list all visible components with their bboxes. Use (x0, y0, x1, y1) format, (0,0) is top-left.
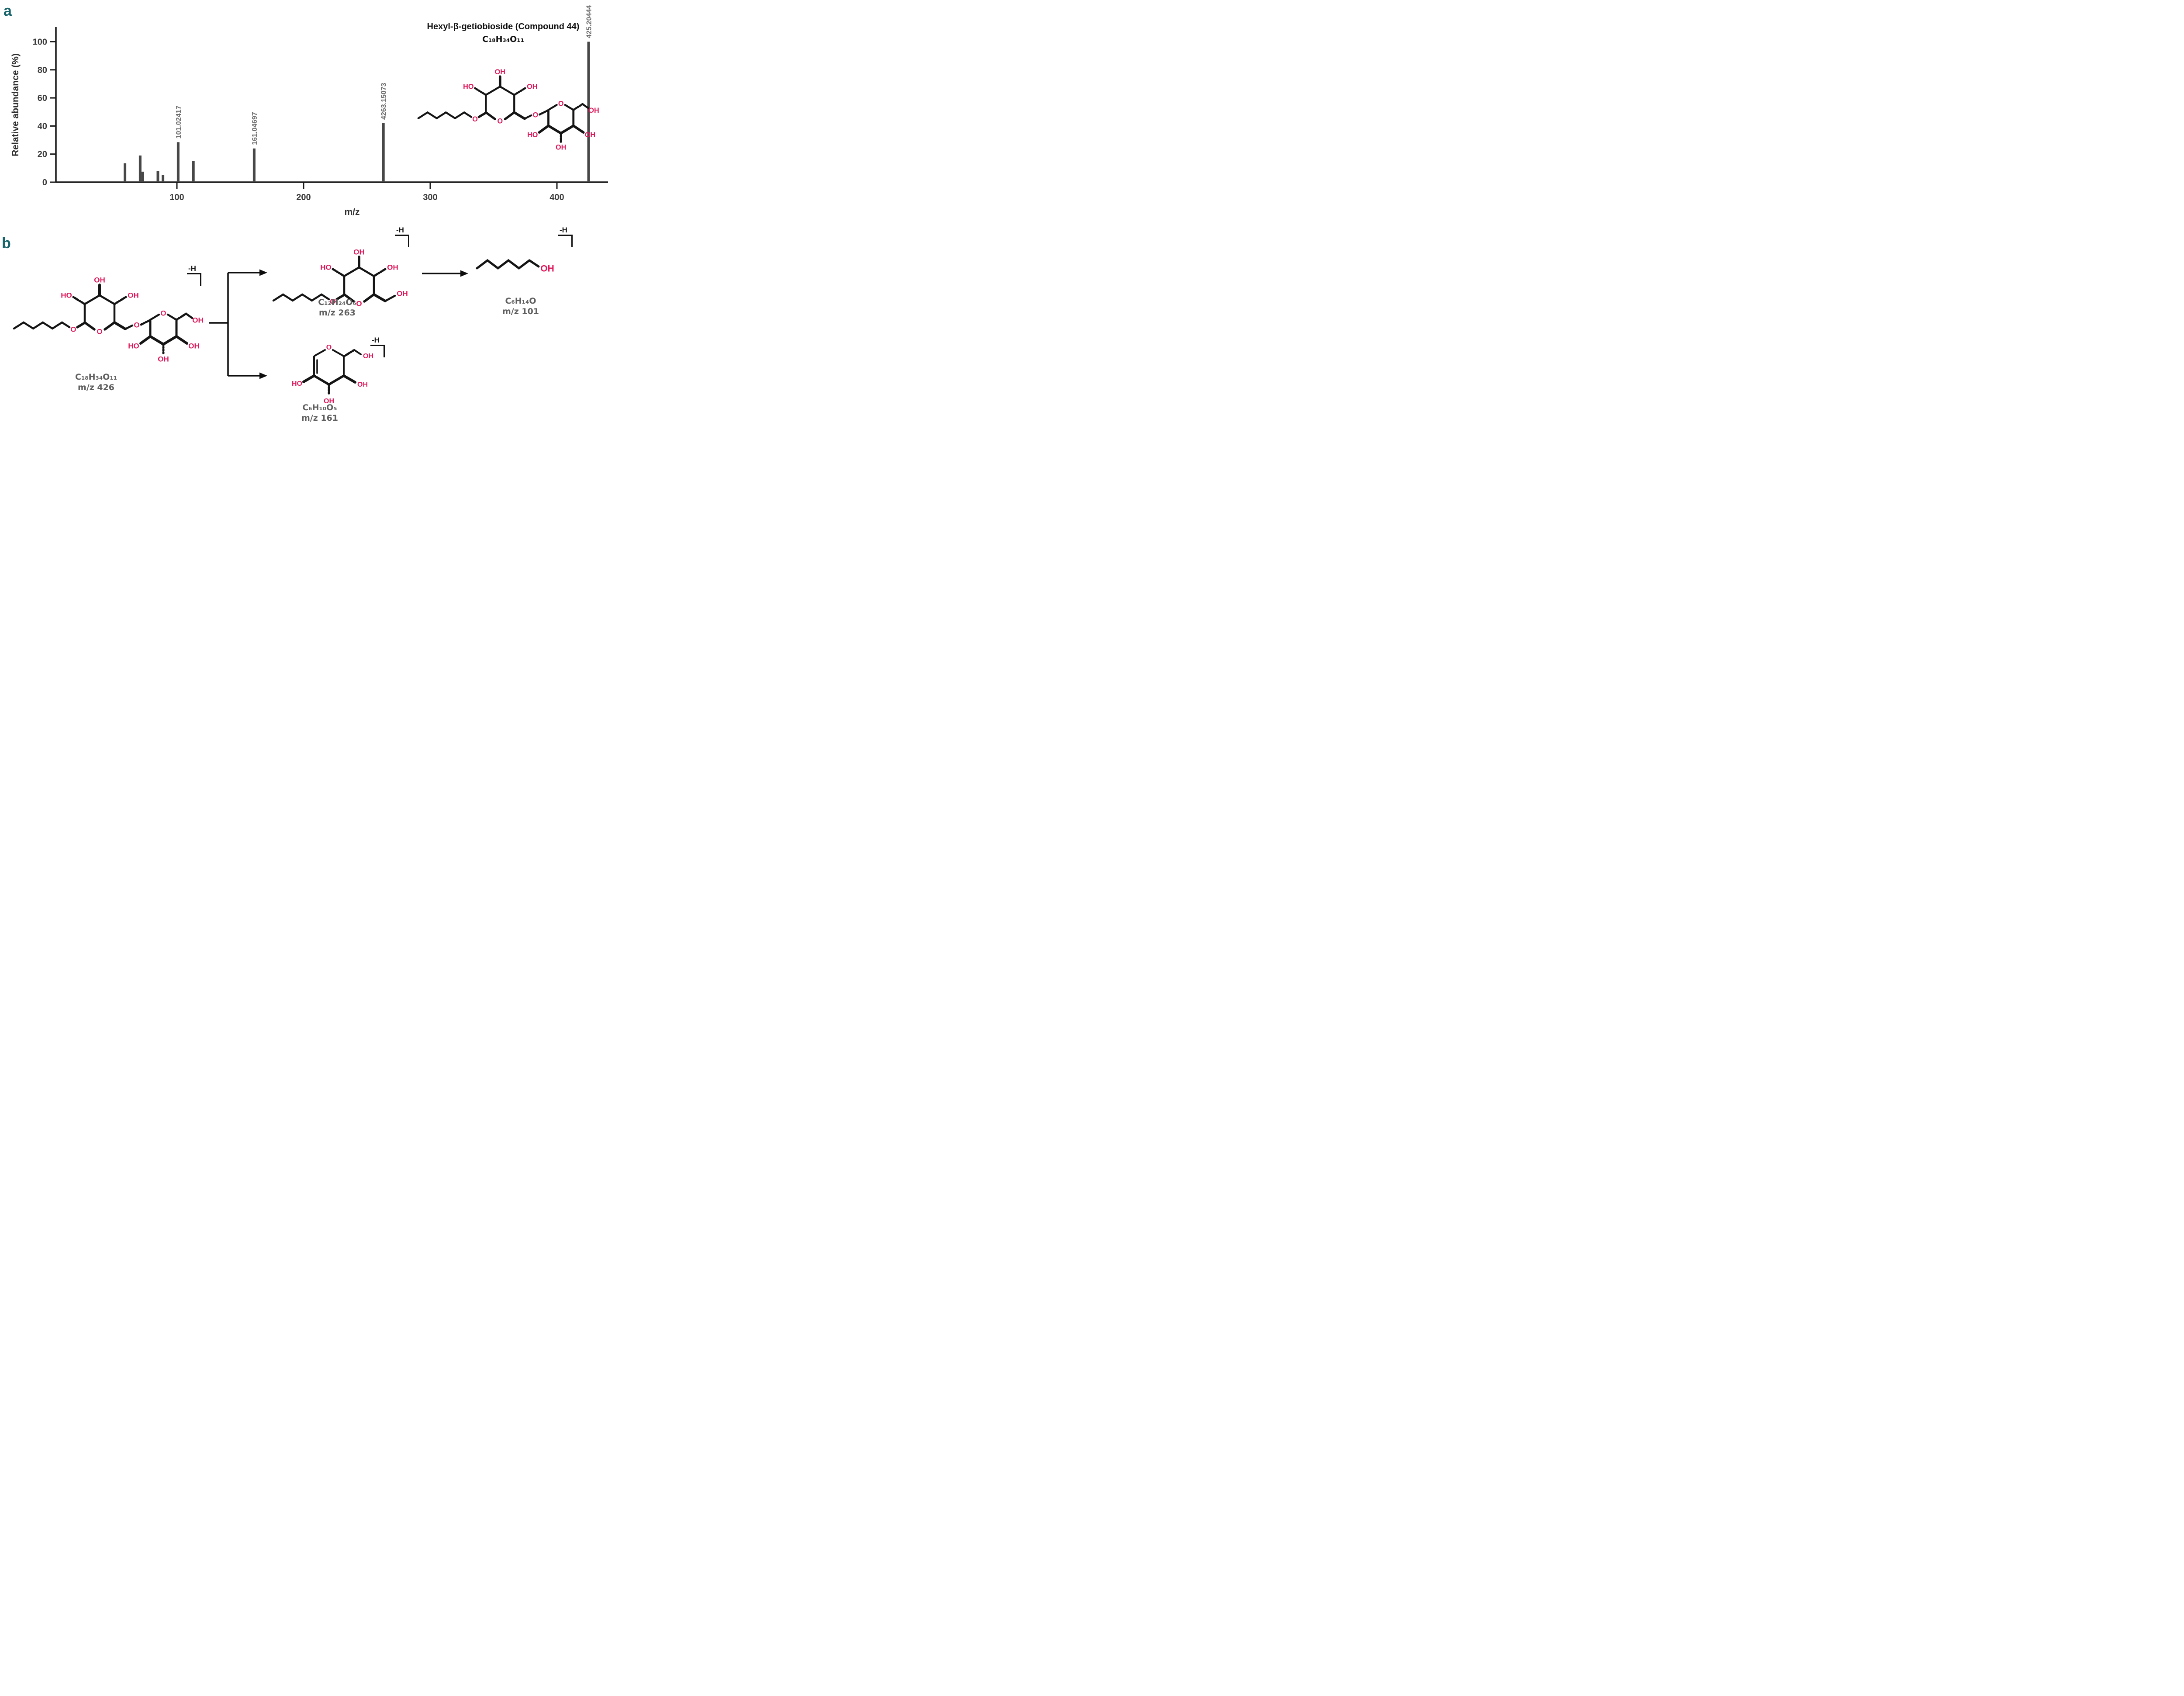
structure-fragment-mz263: O O HO OH OH OH (272, 248, 408, 308)
figure-root: a b Hexyl-β-getiobioside (Compound 44) C… (0, 0, 645, 424)
fragmentation-arrows (209, 269, 468, 379)
y-tick-label: 20 (38, 150, 47, 159)
structure-fragment-mz161: O HO OH OH OH (292, 344, 373, 405)
peak-bar-mz-71 (138, 155, 142, 182)
oh-label: OH (540, 264, 554, 274)
y-tick-label: 60 (38, 93, 47, 103)
mz101-formula: C₆H₁₄O (505, 296, 536, 306)
y-tick-label: 40 (38, 121, 47, 131)
y-tick-label: 0 (42, 178, 47, 187)
ring-o-label: O (326, 344, 332, 351)
peak-label-mz-161: 161.04697 (251, 112, 259, 145)
peak-bar-mz-101 (176, 142, 180, 182)
bracket-icon (558, 235, 573, 247)
x-tick-label: 300 (423, 193, 437, 202)
minus-h-label: -H (560, 226, 567, 234)
compound-header: Hexyl-β-getiobioside (Compound 44) C₁₈H₃… (427, 22, 580, 44)
peak-bar-mz-85 (156, 171, 159, 182)
compound-name: Hexyl-β-getiobioside (Compound 44) (427, 22, 580, 31)
oh-right-label: OH (387, 263, 398, 271)
mz101-caption: C₆H₁₄O m/z 101 (502, 296, 539, 317)
charge-bracket-mz263: -H (395, 226, 409, 247)
glycosidic-o-label: O (330, 297, 335, 305)
oh-bottom-label: OH (324, 398, 334, 405)
y-tick-label: 80 (38, 66, 47, 75)
peak-label-mz-101: 101.02417 (175, 106, 183, 139)
charge-bracket-mz101: -H (558, 226, 573, 247)
x-tick-label: 100 (169, 193, 184, 202)
minus-h-label: -H (372, 336, 380, 344)
x-axis-title: m/z (344, 207, 359, 217)
peak-label-mz-263: 4263.15073 (380, 83, 388, 120)
minus-h-label: -H (188, 264, 196, 273)
arrowhead-mz161 (259, 372, 267, 379)
ho-label: HO (320, 263, 332, 271)
mz263-caption: C₁₂H₂₄O₆ m/z 263 (318, 298, 356, 318)
peak-bar-mz-89 (162, 175, 165, 182)
arrowhead-mz101 (460, 270, 468, 277)
parent-formula: C₁₈H₃₄O₁₁ (75, 372, 117, 382)
ch2oh-label: OH (363, 353, 373, 360)
panel-b-letter: b (2, 235, 11, 252)
mz161-formula: C₆H₁₀O₅ (302, 403, 337, 412)
charge-bracket-parent: -H (187, 265, 201, 286)
bracket-icon (187, 273, 201, 286)
peak-label-mz-425: 425.20444 (586, 5, 593, 38)
structure-hexyl-gentiobioside-panel-a (416, 52, 599, 152)
peak-bar-mz-73 (141, 171, 144, 182)
oh-right-label: OH (357, 381, 368, 388)
ho-label: HO (292, 380, 302, 388)
ch2oh-label: OH (397, 289, 408, 298)
peak-bar-mz-161 (252, 148, 256, 182)
mz161-mz: m/z 161 (301, 413, 339, 423)
structure-fragment-mz101: OH (476, 259, 554, 274)
mz161-caption: C₆H₁₀O₅ m/z 161 (301, 403, 338, 424)
peak-bar-mz-113 (192, 161, 195, 182)
parent-caption: C₁₈H₃₄O₁₁ m/z 426 (75, 372, 117, 393)
oh-top-label: OH (353, 248, 365, 256)
panel-a-letter: a (3, 3, 12, 19)
bracket-icon (395, 235, 409, 247)
arrowhead-mz263 (259, 269, 267, 276)
mz263-mz: m/z 263 (318, 308, 356, 318)
y-tick-label: 100 (33, 38, 47, 47)
hexyl-chain (476, 259, 531, 270)
x-tick-label: 200 (296, 193, 311, 202)
minus-h-label: -H (396, 226, 404, 234)
hexyl-chain (272, 293, 330, 302)
mz263-formula: C₁₂H₂₄O₆ (318, 298, 356, 307)
y-axis-title: Relative abundance (%) (10, 53, 21, 156)
mz101-mz: m/z 101 (502, 306, 539, 316)
parent-mz: m/z 426 (77, 382, 115, 392)
charge-bracket-mz161: -H (370, 336, 385, 357)
mass-spectrum-chart: 0 20 40 60 80 100 100 200 300 400 Relative abundan… (10, 5, 608, 217)
x-tick-label: 400 (549, 193, 564, 202)
ring-o-label: O (356, 299, 362, 308)
peak-bar-mz-263 (382, 123, 385, 182)
peak-bar-mz-59 (124, 163, 127, 182)
compound-formula: C₁₈H₃₄O₁₁ (482, 35, 524, 44)
bracket-icon (370, 345, 385, 357)
